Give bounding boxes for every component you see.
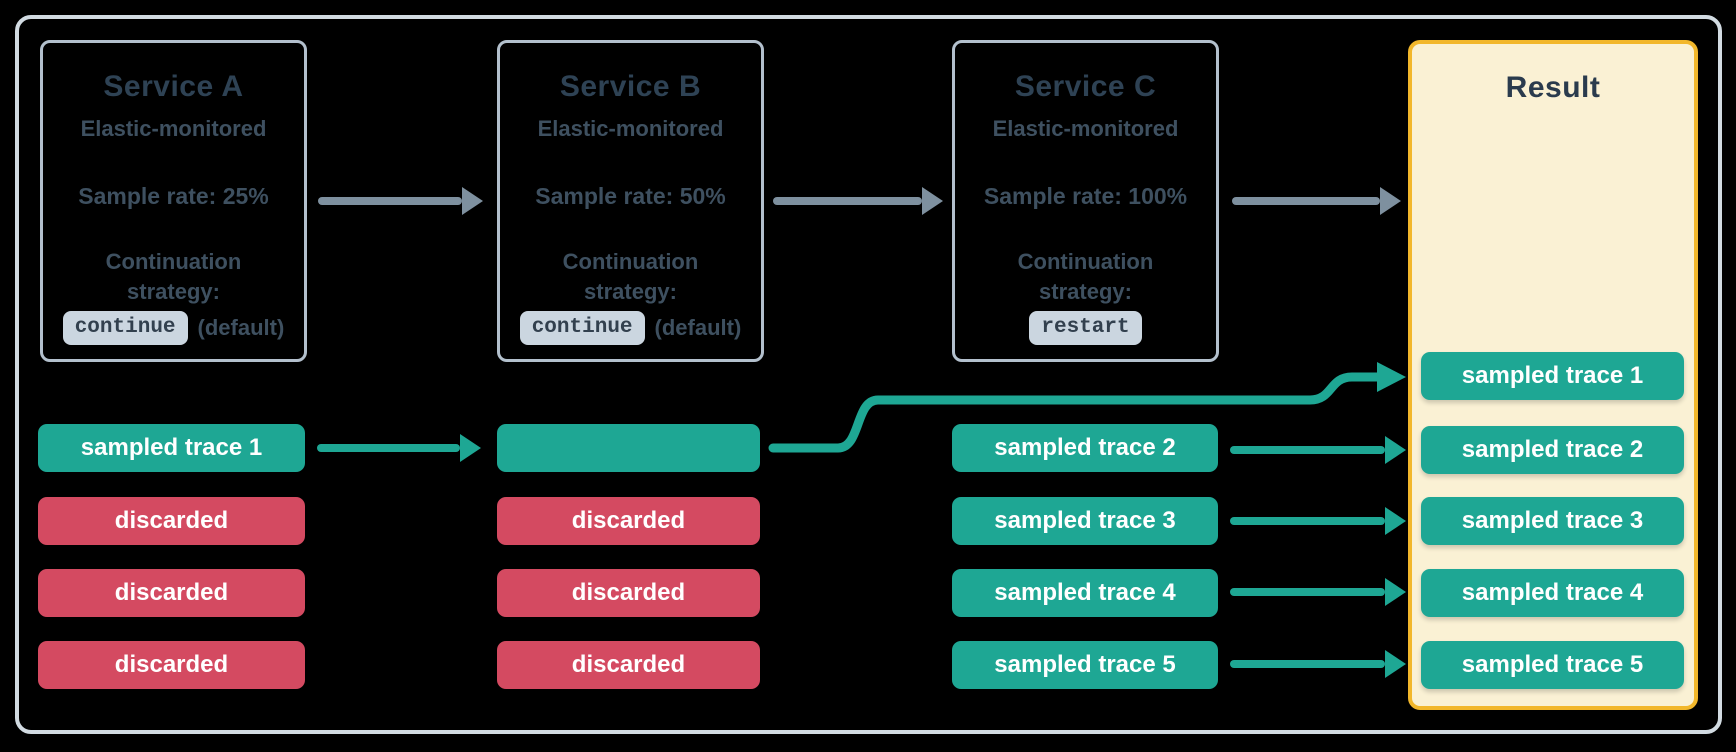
service-b-continuation-label: Continuation strategy: — [563, 247, 699, 307]
arrowhead-icon — [1385, 650, 1406, 678]
trace5-arrow-c-to-result — [1230, 650, 1406, 678]
trace-pill: sampled trace 4 — [952, 569, 1218, 617]
service-a-sample-rate: Sample rate: 25% — [78, 183, 269, 209]
service-a-subtitle: Elastic-monitored — [80, 116, 267, 141]
trace-pill: sampled trace 3 — [1421, 497, 1684, 545]
flow-arrow-b-to-c — [773, 187, 943, 215]
service-a-continuation-label: Continuation strategy: — [106, 247, 242, 307]
service-a-title: Service A — [103, 70, 244, 103]
arrowhead-icon — [922, 187, 943, 215]
continuation-line2: strategy: — [127, 279, 220, 304]
outer-frame — [15, 15, 1722, 734]
trace-pill: discarded — [38, 497, 305, 545]
arrowhead-icon — [1385, 578, 1406, 606]
arrowhead-icon — [1385, 436, 1406, 464]
service-b-strategy-chip: continue — [519, 311, 645, 345]
trace-pill: discarded — [38, 641, 305, 689]
service-a-strategy-row: continue (default) — [62, 311, 285, 345]
continuation-line1: Continuation — [105, 249, 242, 274]
trace1-arrow-a-to-b — [317, 434, 481, 462]
service-c-box: Service C Elastic-monitored Sample rate:… — [952, 40, 1219, 362]
result-title: Result — [1505, 71, 1601, 104]
service-a-strategy-default-note: (default) — [197, 315, 285, 340]
service-b-sample-rate: Sample rate: 50% — [535, 183, 726, 209]
service-c-sample-rate: Sample rate: 100% — [983, 183, 1188, 209]
continuation-line2: strategy: — [584, 279, 677, 304]
trace-pill: discarded — [497, 497, 760, 545]
service-b-box: Service B Elastic-monitored Sample rate:… — [497, 40, 764, 362]
flow-arrow-a-to-b — [318, 187, 483, 215]
trace4-arrow-c-to-result — [1230, 578, 1406, 606]
trace2-arrow-c-to-result — [1230, 436, 1406, 464]
trace-pill — [497, 424, 760, 472]
trace-pill: discarded — [497, 641, 760, 689]
trace3-arrow-c-to-result — [1230, 507, 1406, 535]
trace-pill: sampled trace 4 — [1421, 569, 1684, 617]
trace-pill: sampled trace 5 — [952, 641, 1218, 689]
service-a-box: Service A Elastic-monitored Sample rate:… — [40, 40, 307, 362]
trace-pill: discarded — [38, 569, 305, 617]
continuation-line1: Continuation — [562, 249, 699, 274]
service-b-subtitle: Elastic-monitored — [537, 116, 724, 141]
trace-pill: sampled trace 2 — [1421, 426, 1684, 474]
trace-pill: sampled trace 1 — [38, 424, 305, 472]
arrowhead-icon — [1380, 187, 1401, 215]
service-b-strategy-default-note: (default) — [654, 315, 742, 340]
service-c-strategy-chip: restart — [1029, 311, 1142, 345]
trace-pill: sampled trace 3 — [952, 497, 1218, 545]
service-b-strategy-row: continue (default) — [519, 311, 742, 345]
service-c-continuation-label: Continuation strategy: — [1018, 247, 1154, 307]
trace-pill: sampled trace 1 — [1421, 352, 1684, 400]
service-c-subtitle: Elastic-monitored — [992, 116, 1179, 141]
trace-pill: sampled trace 5 — [1421, 641, 1684, 689]
service-b-title: Service B — [559, 70, 702, 103]
continuation-line2: strategy: — [1039, 279, 1132, 304]
service-c-title: Service C — [1014, 70, 1157, 103]
arrowhead-icon — [1385, 507, 1406, 535]
service-a-strategy-chip: continue — [62, 311, 188, 345]
flow-arrow-c-to-result — [1232, 187, 1401, 215]
arrowhead-icon — [460, 434, 481, 462]
service-c-strategy-row: restart — [1029, 311, 1142, 345]
continuation-line1: Continuation — [1017, 249, 1154, 274]
trace-pill: discarded — [497, 569, 760, 617]
trace-pill: sampled trace 2 — [952, 424, 1218, 472]
arrowhead-icon — [462, 187, 483, 215]
